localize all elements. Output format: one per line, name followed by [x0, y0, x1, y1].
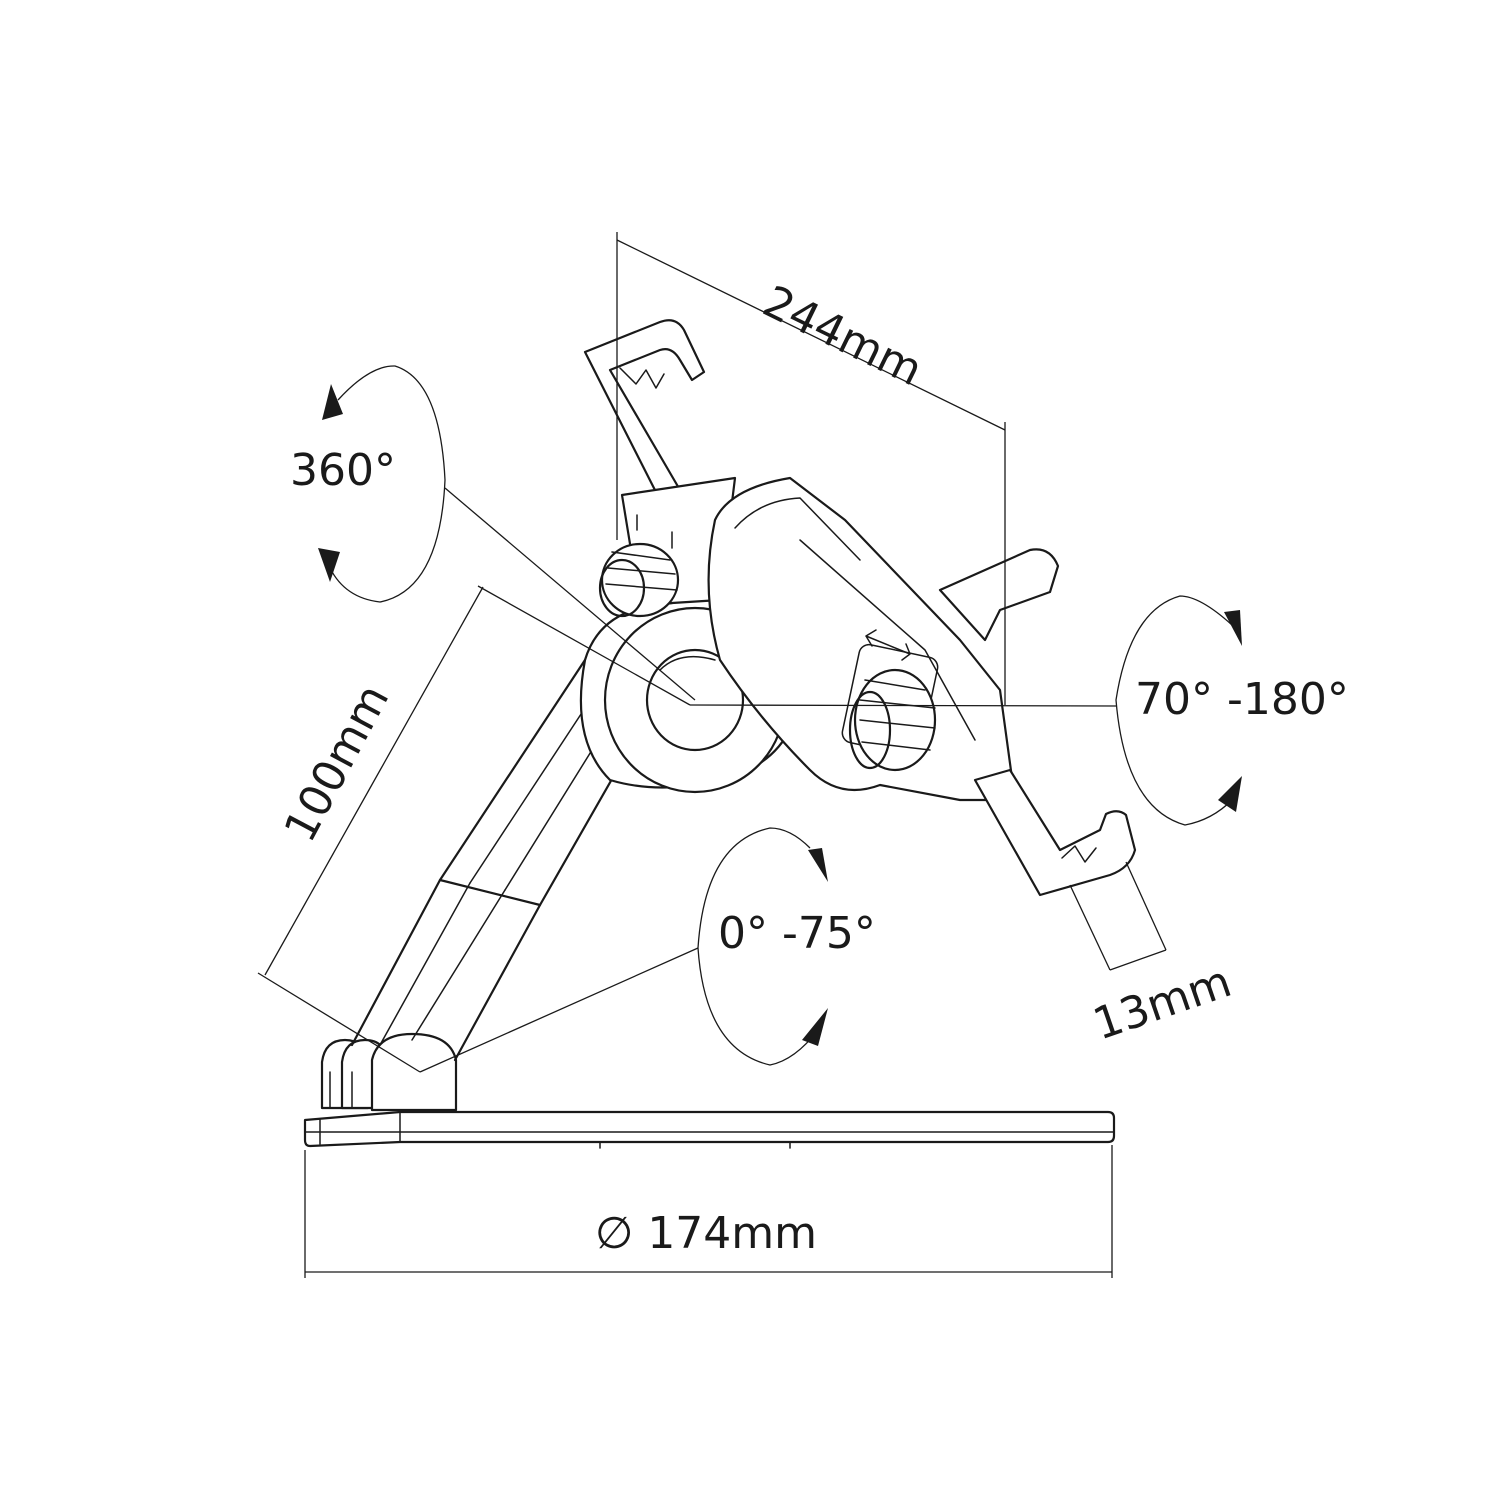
arrow-up-icon [1218, 776, 1242, 812]
adjust-knob-left [598, 542, 680, 618]
arrow-up-icon [802, 1008, 828, 1046]
arm-tilt-label: 0° -75° [718, 908, 876, 959]
dimension-clamp-depth: 13mm [1069, 861, 1238, 1050]
arrow-down-icon [1224, 610, 1242, 646]
tilt-label: 70° -180° [1135, 674, 1349, 725]
width-label: 244mm [755, 276, 930, 396]
rotation-arm-tilt: 0° -75° [419, 827, 876, 1073]
rotation-swivel: 360° [290, 365, 696, 701]
base-hinge [320, 1032, 458, 1112]
arm-length-label: 100mm [275, 676, 400, 850]
arrow-down-icon [318, 548, 340, 582]
swivel-label: 360° [290, 445, 396, 496]
base-diameter-label: ∅ 174mm [595, 1208, 817, 1259]
arrow-up-icon [322, 384, 343, 420]
rotation-tilt: 70° -180° [689, 595, 1349, 826]
dimension-base-diameter: ∅ 174mm [304, 1145, 1113, 1278]
stand-base [303, 1110, 1116, 1149]
adjust-knob-right [848, 668, 937, 772]
arrow-down-icon [808, 848, 828, 882]
